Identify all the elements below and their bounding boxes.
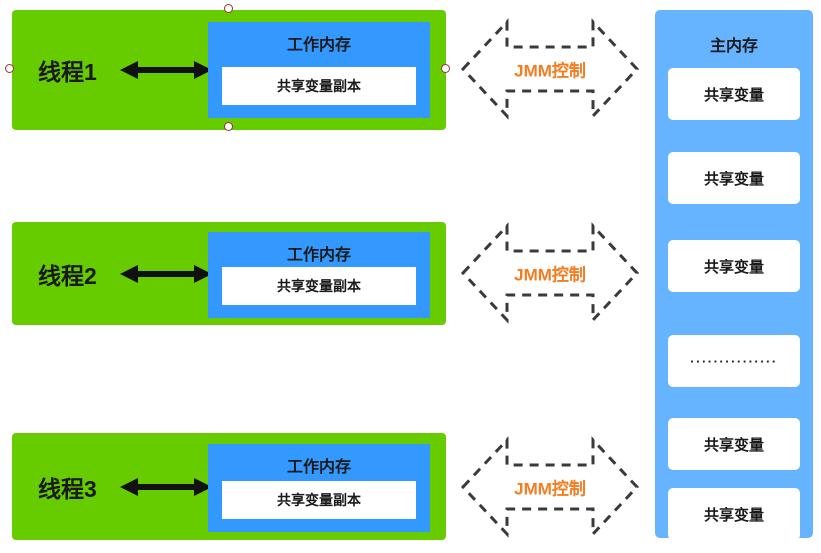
main-memory-panel[interactable]: 主内存 共享变量 共享变量 共享变量 ··············· 共享变量 … <box>655 10 813 540</box>
shared-variable-copy-box-1: 共享变量副本 <box>222 67 416 105</box>
shared-variable-copy-box-2: 共享变量副本 <box>222 267 416 305</box>
main-memory-slot-label-3: 共享变量 <box>703 258 764 276</box>
main-memory-slot-label-5: 共享变量 <box>703 436 764 454</box>
double-headed-arrow-icon-1 <box>120 59 212 81</box>
working-memory-title-3: 工作内存 <box>286 459 351 476</box>
main-memory-slot-1[interactable]: 共享变量 <box>668 68 800 120</box>
main-memory-slot-5[interactable]: 共享变量 <box>668 418 800 470</box>
thread-label-3: 线程3 <box>38 475 97 502</box>
double-headed-arrow-icon-3 <box>120 476 212 498</box>
shared-variable-copy-label-3: 共享变量副本 <box>277 492 361 508</box>
main-memory-title: 主内存 <box>709 38 758 55</box>
selection-handle-left[interactable] <box>5 64 14 73</box>
selection-handle-top[interactable] <box>224 4 233 13</box>
thread-label-1: 线程1 <box>38 59 97 85</box>
jmm-control-arrow-3[interactable]: JMM控制 <box>455 432 645 542</box>
double-headed-arrow-icon-2 <box>120 263 212 285</box>
main-memory-slot-label-6: 共享变量 <box>703 506 764 524</box>
thread-block-1[interactable]: 线程1 工作内存 共享变量副本 <box>12 10 446 130</box>
main-memory-slot-3[interactable]: 共享变量 <box>668 240 800 292</box>
selection-handle-right[interactable] <box>441 64 450 73</box>
shared-variable-copy-label-2: 共享变量副本 <box>277 278 361 294</box>
working-memory-title-1: 工作内存 <box>286 37 351 54</box>
thread-block-2[interactable]: 线程2 工作内存 共享变量副本 <box>12 222 446 325</box>
thread-block-3[interactable]: 线程3 工作内存 共享变量副本 <box>12 433 446 540</box>
selection-handle-bottom[interactable] <box>224 122 233 131</box>
thread-label-2: 线程2 <box>38 262 97 289</box>
main-memory-slot-4-ellipsis[interactable]: ··············· <box>668 335 800 387</box>
main-memory-slot-label-1: 共享变量 <box>703 86 764 104</box>
working-memory-3[interactable]: 工作内存 共享变量副本 <box>208 444 430 532</box>
jmm-control-arrow-1[interactable]: JMM控制 <box>455 14 645 124</box>
working-memory-2[interactable]: 工作内存 共享变量副本 <box>208 232 430 318</box>
jmm-control-arrow-2[interactable]: JMM控制 <box>455 218 645 328</box>
main-memory-slot-2[interactable]: 共享变量 <box>668 152 800 204</box>
working-memory-1[interactable]: 工作内存 共享变量副本 <box>208 22 430 118</box>
shared-variable-copy-label-1: 共享变量副本 <box>277 78 361 94</box>
main-memory-slot-6[interactable]: 共享变量 <box>668 488 800 540</box>
working-memory-title-2: 工作内存 <box>286 247 351 264</box>
shared-variable-copy-box-3: 共享变量副本 <box>222 481 416 519</box>
main-memory-slot-label-4: ··············· <box>690 353 778 369</box>
main-memory-slot-label-2: 共享变量 <box>703 170 764 188</box>
